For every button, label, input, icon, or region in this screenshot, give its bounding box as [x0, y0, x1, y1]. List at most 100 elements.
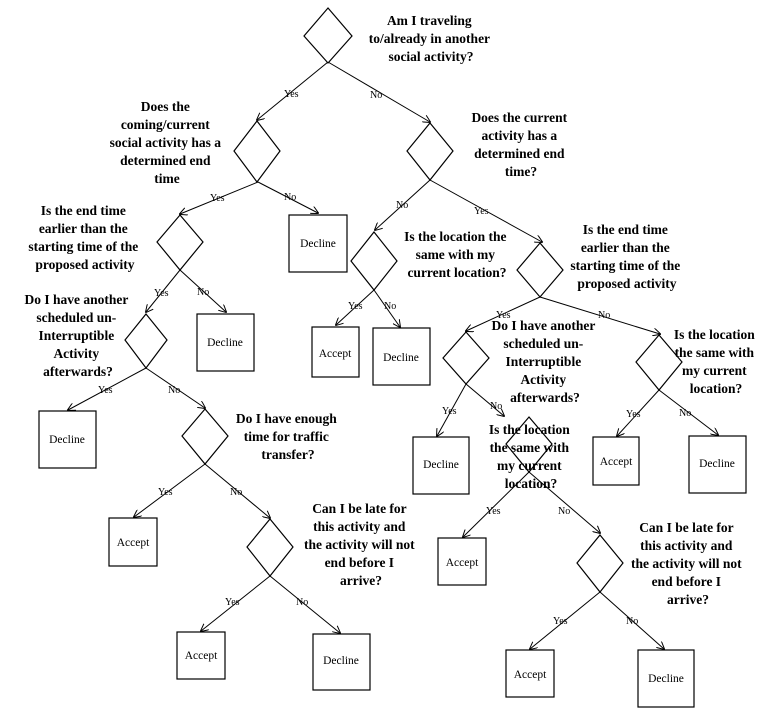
decision-diamond-endtime-right [516, 242, 564, 298]
outcome-box-decline [288, 214, 348, 273]
outcome-box-accept [311, 326, 360, 378]
edge-label-yes: Yes [154, 288, 169, 299]
outcome-box-accept [176, 631, 226, 680]
question-endtime-left: Is the end time earlier than the startin… [28, 203, 141, 272]
question-determined-left: Does the coming/current social activity … [110, 99, 225, 186]
edges [68, 61, 718, 649]
edge-label-no: No [598, 310, 610, 321]
edge-traffic-yes [134, 463, 206, 517]
outcome-label-decline: Decline [207, 337, 243, 349]
decision-nodes [124, 7, 683, 593]
outcome-label-decline: Decline [383, 352, 419, 364]
decision-diamond-location-lower [505, 416, 553, 473]
edge-label-no: No [284, 192, 296, 203]
outcome-label-accept: Accept [319, 348, 352, 360]
decision-diamond-late-left [246, 518, 294, 577]
edge-label-yes: Yes [210, 193, 225, 204]
decision-diamond-determined-right [406, 122, 454, 181]
decision-diamond-location-mid [350, 231, 398, 291]
edge-label-yes: Yes [626, 409, 641, 420]
edge-label-no: No [197, 287, 209, 298]
edge-traffic-no [204, 463, 270, 518]
question-determined-right: Does the current activity has a determin… [471, 110, 570, 179]
edge-endtime-left-yes [146, 269, 181, 312]
outcome-label-decline: Decline [699, 458, 735, 470]
question-late-left: Can I be late for this activity and the … [304, 501, 418, 588]
question-endtime-right: Is the end time earlier than the startin… [570, 222, 683, 291]
edge-root-no [327, 61, 430, 122]
edge-label-no: No [384, 301, 396, 312]
edge-label-yes: Yes [348, 301, 363, 312]
question-late-right: Can I be late for this activity and the … [631, 520, 745, 607]
outcome-label-decline: Decline [648, 673, 684, 685]
edge-late-left-yes [201, 575, 271, 631]
outcome-label-decline: Decline [423, 459, 459, 471]
edge-label-no: No [558, 506, 570, 517]
outcome-box-decline [312, 633, 371, 691]
edge-location-mid-yes [336, 289, 375, 325]
outcome-nodes: Decline Decline Accept Decline Decline D… [38, 214, 747, 708]
edge-label-no: No [396, 200, 408, 211]
outcome-label-accept: Accept [185, 650, 218, 662]
outcome-box-decline [412, 436, 470, 495]
edge-label-yes: Yes [553, 616, 568, 627]
edge-location-mid-no [373, 289, 400, 327]
outcome-label-accept: Accept [514, 669, 547, 681]
edge-label-yes: Yes [486, 506, 501, 517]
edge-root-yes [257, 61, 329, 120]
edge-label-no: No [230, 487, 242, 498]
edge-determined-right-no [375, 179, 431, 230]
edge-endtime-left-no [179, 269, 226, 312]
question-traffic: Do I have enough time for traffic transf… [236, 411, 340, 462]
question-root: Am I traveling to/already in another soc… [369, 13, 493, 64]
outcome-box-decline [372, 327, 431, 386]
outcome-label-accept: Accept [117, 537, 150, 549]
edge-determined-right-yes [429, 179, 542, 242]
outcome-box-decline [688, 435, 747, 494]
edge-label-no: No [296, 597, 308, 608]
edge-location-lower-no [528, 471, 600, 533]
edge-late-left-no [269, 575, 340, 633]
outcome-box-decline [637, 649, 695, 708]
outcome-box-accept [108, 517, 158, 567]
decision-diamond-determined-left [233, 120, 281, 184]
edge-label-yes: Yes [225, 597, 240, 608]
outcome-box-accept [437, 537, 487, 586]
edge-label-no: No [626, 616, 638, 627]
question-texts: Am I traveling to/already in another soc… [24, 13, 755, 607]
edge-labels: Yes No Yes No No Yes Yes No Yes No Yes N… [98, 89, 691, 627]
edge-label-no: No [679, 408, 691, 419]
edge-label-no: No [168, 385, 180, 396]
outcome-label-decline: Decline [300, 238, 336, 250]
edge-label-yes: Yes [284, 89, 299, 100]
decision-diamond-another-right [442, 331, 490, 385]
decision-diamond-location-right [635, 334, 683, 391]
edge-location-right-no [658, 389, 718, 435]
edge-label-no: No [490, 401, 502, 412]
edge-another-left-yes [68, 367, 147, 410]
edge-label-yes: Yes [158, 487, 173, 498]
decision-diamond-late-right [576, 534, 624, 593]
edge-location-right-yes [617, 389, 660, 436]
question-location-mid: Is the location the same with my current… [404, 229, 510, 280]
outcome-box-accept [592, 436, 640, 486]
edge-determined-left-no [257, 181, 318, 213]
outcome-label-decline: Decline [323, 655, 359, 667]
decision-diamond-another-left [124, 313, 168, 369]
edge-another-right-no [465, 383, 504, 416]
edge-late-right-yes [530, 591, 601, 649]
edge-label-yes: Yes [98, 385, 113, 396]
edge-label-no: No [370, 90, 382, 101]
edge-label-yes: Yes [442, 406, 457, 417]
outcome-box-decline [196, 313, 255, 372]
decision-diamond-root [303, 7, 353, 64]
edge-label-yes: Yes [474, 206, 489, 217]
edge-late-right-no [599, 591, 664, 649]
edge-another-left-no [145, 367, 205, 408]
edge-location-lower-yes [463, 471, 530, 537]
edge-another-right-yes [437, 383, 467, 436]
outcome-box-decline [38, 410, 97, 469]
question-location-lower: Is the location the same with my current… [489, 422, 573, 491]
outcome-box-accept [505, 649, 555, 698]
